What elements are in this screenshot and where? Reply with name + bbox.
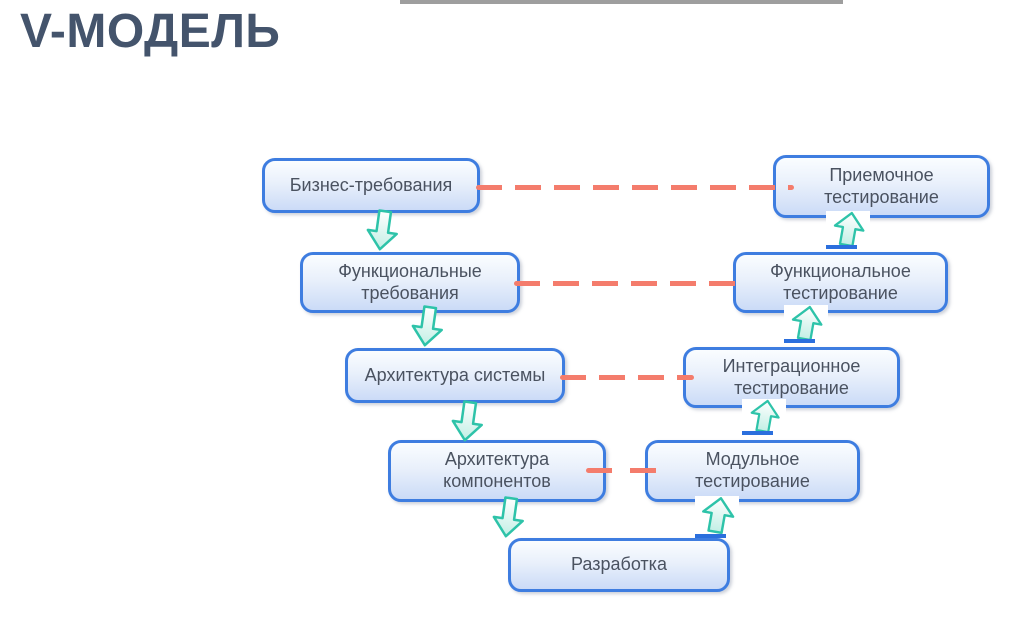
down-arrow-icon bbox=[363, 207, 402, 254]
stage-box-label: Архитектура компонентов bbox=[443, 449, 551, 491]
arrow-underline bbox=[784, 339, 815, 343]
down-arrow-icon bbox=[448, 398, 487, 445]
arrow-underline bbox=[826, 245, 857, 249]
dashed-connector bbox=[560, 375, 694, 380]
stage-box-acceptance-testing: Приемочное тестирование bbox=[773, 155, 990, 218]
stage-box-functional-requirements: Функциональные требования bbox=[300, 252, 520, 313]
stage-box-unit-testing: Модульное тестирование bbox=[645, 440, 860, 502]
stage-box-label: Архитектура системы bbox=[364, 364, 546, 385]
page-title: V-МОДЕЛЬ bbox=[20, 5, 281, 58]
up-arrow-icon bbox=[826, 211, 870, 249]
arrow-underline bbox=[742, 431, 773, 435]
stage-box-component-architecture: Архитектура компонентов bbox=[388, 440, 606, 502]
stage-box-label: Разработка bbox=[571, 554, 667, 575]
stage-box-label: Приемочное тестирование bbox=[824, 164, 939, 207]
up-arrow-icon bbox=[695, 496, 739, 538]
stage-box-integration-testing: Интеграционное тестирование bbox=[683, 347, 900, 408]
stage-box-functional-testing: Функциональное тестирование bbox=[733, 252, 948, 313]
up-arrow-icon bbox=[784, 305, 828, 343]
stage-box-label: Интеграционное тестирование bbox=[722, 355, 861, 398]
dashed-connector bbox=[514, 281, 740, 286]
down-arrow-icon bbox=[489, 494, 528, 541]
stage-box-label: Бизнес-требования bbox=[289, 174, 453, 195]
stage-box-business-requirements: Бизнес-требования bbox=[262, 158, 480, 213]
up-arrow-icon bbox=[742, 399, 786, 435]
stage-box-system-architecture: Архитектура системы bbox=[345, 348, 565, 403]
stage-box-label: Функциональные требования bbox=[338, 260, 482, 303]
stage-box-development: Разработка bbox=[508, 538, 730, 592]
down-arrow-icon bbox=[408, 303, 447, 350]
dashed-connector bbox=[586, 468, 658, 473]
dashed-connector bbox=[476, 185, 794, 190]
stage-box-label: Модульное тестирование bbox=[695, 449, 810, 491]
stage-box-label: Функциональное тестирование bbox=[770, 260, 911, 303]
arrow-underline bbox=[695, 534, 726, 538]
top-divider bbox=[400, 0, 843, 4]
